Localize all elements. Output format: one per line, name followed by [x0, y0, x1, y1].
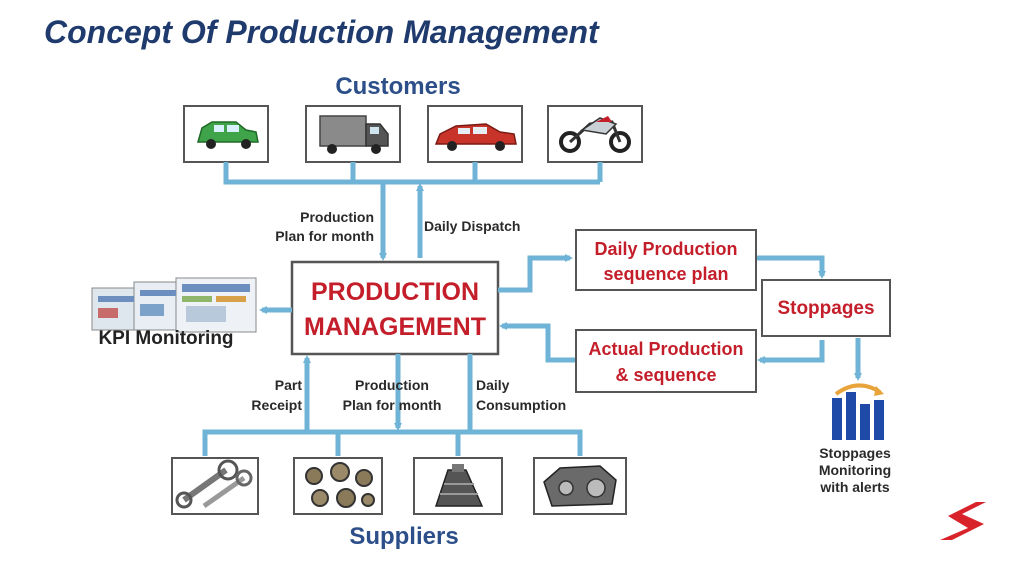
customer-box-motorcycle: [547, 105, 643, 163]
monitoring-line1: Stoppages: [819, 445, 891, 461]
customers-label: Customers: [335, 73, 460, 100]
plan-bottom-line1: Production: [355, 377, 429, 393]
bar-chart-icon: [832, 383, 884, 440]
customer-box-sedan: [427, 105, 523, 163]
plan-bottom-line2: Plan for month: [343, 397, 442, 413]
page-title: Concept Of Production Management: [44, 14, 599, 50]
part-receipt-line2: Receipt: [251, 397, 302, 413]
actual-production-box: Actual Production & sequence: [575, 329, 757, 393]
connecting-rod-icon: [175, 459, 253, 509]
actual-line2: & sequence: [615, 365, 716, 385]
monitoring-line3: with alerts: [819, 479, 889, 495]
daily-production-plan-box: Daily Production sequence plan: [575, 229, 757, 291]
plan-top-line2: Plan for month: [275, 228, 374, 244]
actual-line1: Actual Production: [588, 339, 743, 359]
supplier-box-engine-part: [533, 457, 627, 515]
kpi-monitoring-label: KPI Monitoring: [98, 328, 233, 349]
gears-icon: [305, 462, 375, 508]
stoppages-label: Stoppages: [777, 298, 874, 319]
daily-plan-line1: Daily Production: [594, 239, 737, 259]
supplier-box-cone-gear: [413, 457, 503, 515]
monitoring-line2: Monitoring: [819, 462, 891, 478]
supplier-bus: [202, 354, 583, 456]
sedan-icon: [434, 123, 517, 151]
center-line1: PRODUCTION: [311, 278, 479, 306]
customer-box-truck: [305, 105, 401, 163]
customer-bus: [223, 162, 603, 261]
production-management-box: PRODUCTION MANAGEMENT: [290, 260, 500, 356]
consumption-line2: Consumption: [476, 397, 566, 413]
motorcycle-icon: [559, 116, 631, 153]
daily-dispatch-label: Daily Dispatch: [424, 218, 520, 234]
stoppages-box: Stoppages: [761, 279, 891, 337]
plan-top-line1: Production: [300, 209, 374, 225]
center-line2: MANAGEMENT: [304, 313, 486, 341]
car-icon: [197, 121, 259, 149]
supplier-box-rods: [171, 457, 259, 515]
supplier-box-gears: [293, 457, 383, 515]
consumption-line1: Daily: [476, 377, 510, 393]
kpi-monitoring-screens: [91, 277, 257, 333]
part-receipt-line1: Part: [275, 377, 303, 393]
engine-part-icon: [543, 465, 617, 507]
suppliers-label: Suppliers: [349, 523, 458, 550]
customer-box-car: [183, 105, 269, 163]
conical-gear-icon: [434, 464, 484, 507]
suzuki-logo-icon: [940, 502, 986, 540]
daily-plan-line2: sequence plan: [603, 264, 728, 284]
truck-icon: [319, 115, 389, 154]
